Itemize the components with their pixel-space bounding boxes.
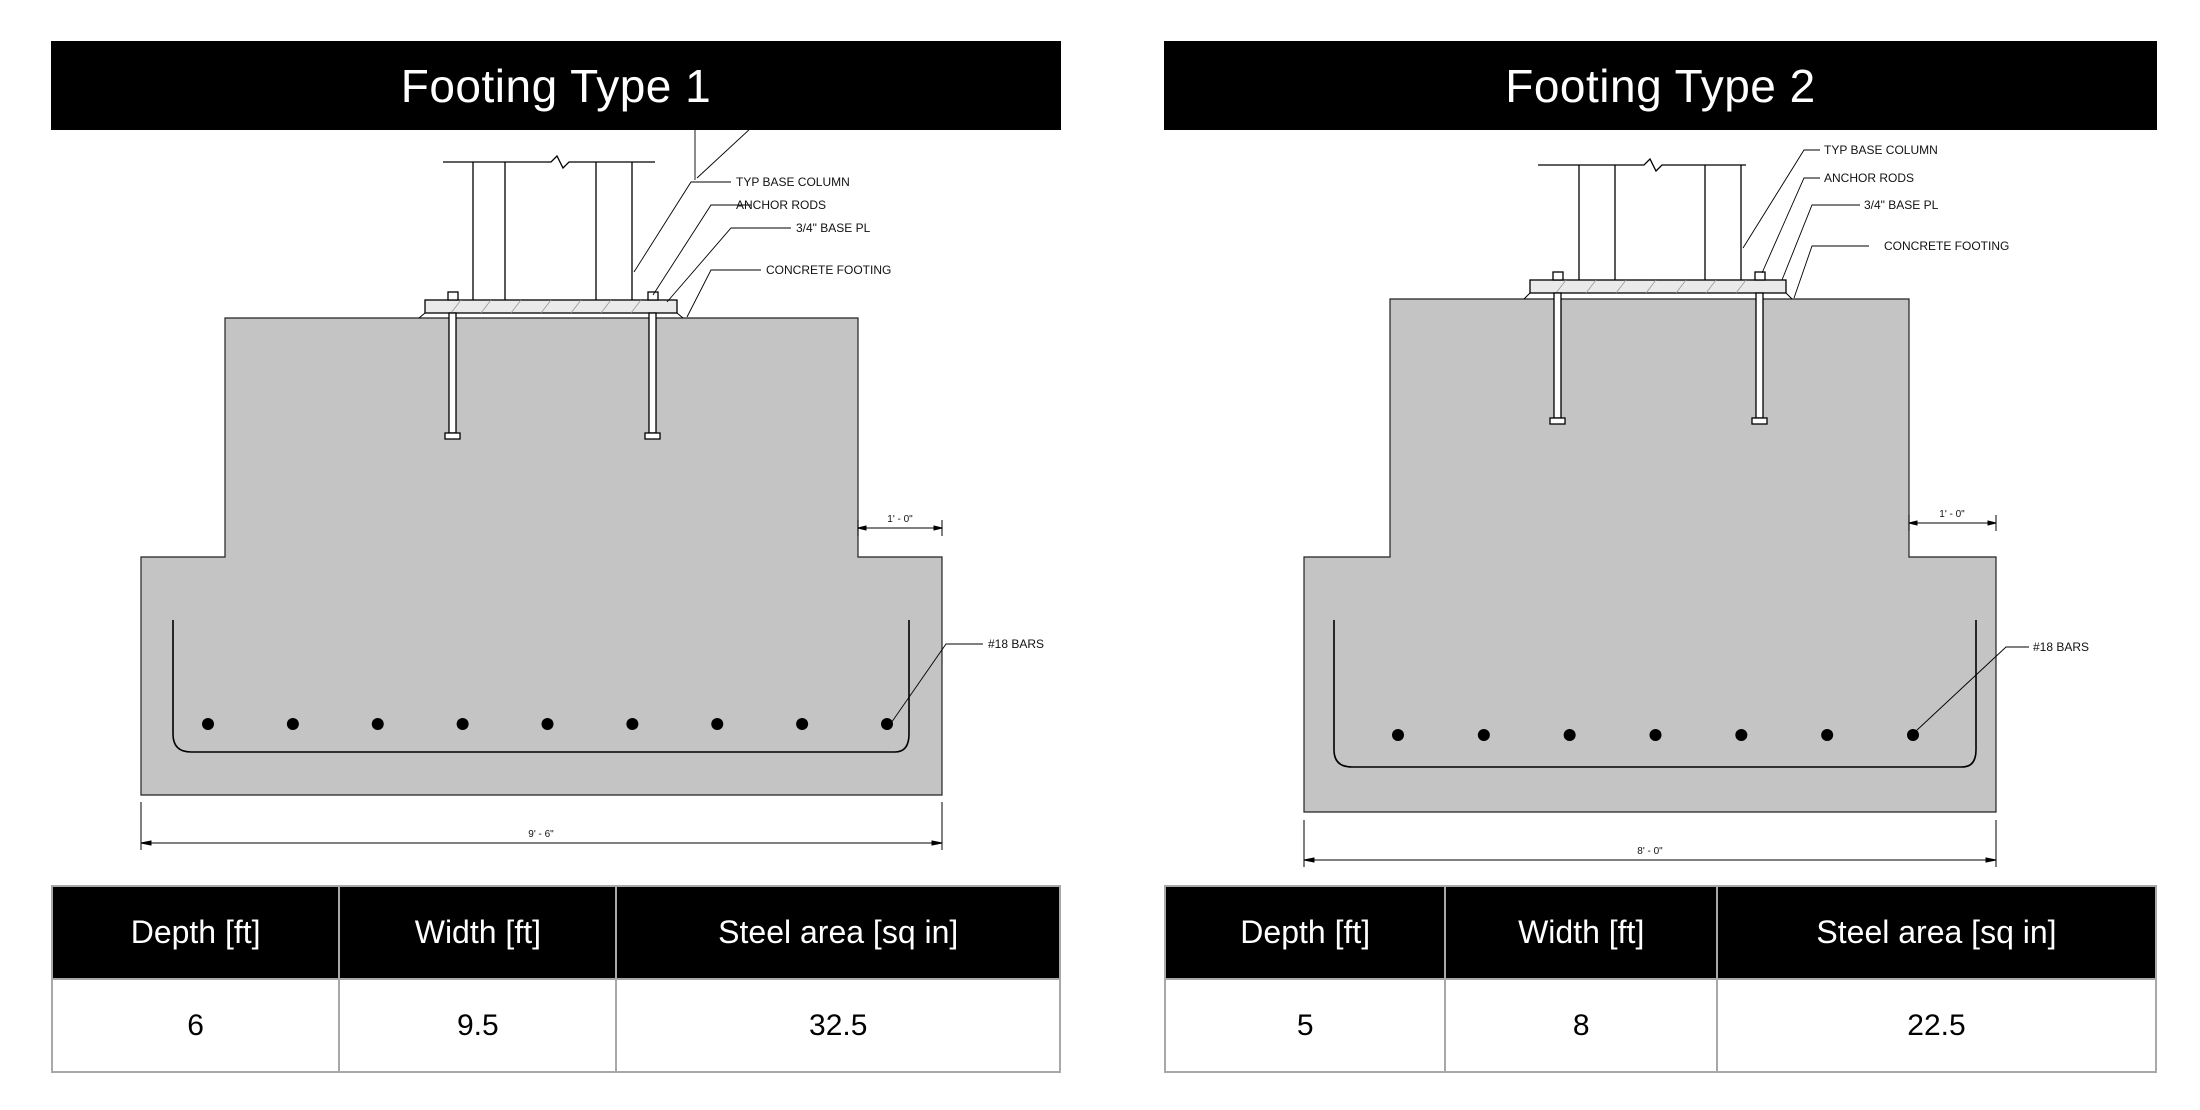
width-dimension bbox=[1303, 820, 1997, 867]
rebar-bar bbox=[1563, 729, 1576, 741]
rebar-stirrup bbox=[1333, 620, 1977, 768]
label-base-column: TYP BASE COLUMN bbox=[1824, 143, 1938, 157]
rebar-bar bbox=[286, 718, 299, 730]
header-width: Width [ft] bbox=[1444, 885, 1718, 980]
anchor-rods bbox=[444, 291, 661, 440]
leader-bars bbox=[1915, 646, 2029, 732]
rebar-bar bbox=[202, 718, 214, 730]
value-width: 9.5 bbox=[338, 978, 618, 1073]
label-bars: #18 BARS bbox=[988, 637, 1044, 651]
footing-properties-table: Depth [ft] Width [ft] Steel area [sq in]… bbox=[50, 885, 1061, 1073]
concrete-footing bbox=[1303, 298, 1997, 813]
rebar-bar bbox=[1821, 729, 1834, 741]
leader-column bbox=[633, 181, 731, 273]
step-dimension bbox=[857, 520, 943, 536]
leader-baseplate bbox=[666, 227, 791, 303]
table-header-row: Depth [ft] Width [ft] Steel area [sq in] bbox=[50, 885, 1061, 980]
rebar-bar bbox=[1907, 729, 1919, 741]
anchor-rods bbox=[1549, 271, 1768, 425]
footing-section-drawing: TYP BASE COLUMN ANCHOR RODS 3/4" BASE PL… bbox=[51, 130, 1061, 885]
rebar-bar bbox=[796, 718, 809, 730]
header-steel-area: Steel area [sq in] bbox=[1715, 885, 2158, 980]
label-concrete-footing: CONCRETE FOOTING bbox=[766, 263, 891, 277]
base-plate bbox=[1529, 279, 1787, 294]
value-depth: 6 bbox=[50, 978, 341, 1073]
label-base-column: TYP BASE COLUMN bbox=[736, 175, 850, 189]
leader-anchor bbox=[1761, 177, 1820, 274]
rebar-stirrup bbox=[172, 620, 910, 753]
header-steel-area: Steel area [sq in] bbox=[615, 885, 1061, 980]
base-column bbox=[1578, 165, 1742, 280]
label-anchor-rods: ANCHOR RODS bbox=[736, 198, 826, 212]
width-dimension bbox=[140, 802, 943, 850]
rebar-bars bbox=[202, 718, 893, 730]
column-break-line bbox=[1538, 157, 1746, 173]
rebar-bar bbox=[626, 718, 639, 730]
table-row: 5 8 22.5 bbox=[1163, 978, 2158, 1073]
column-break-line bbox=[443, 154, 655, 170]
value-steel-area: 22.5 bbox=[1715, 978, 2158, 1073]
step-dimension bbox=[1908, 515, 1997, 531]
label-base-plate: 3/4" BASE PL bbox=[796, 221, 871, 235]
header-width: Width [ft] bbox=[338, 885, 618, 980]
rebar-bar bbox=[456, 718, 469, 730]
rebar-bar bbox=[1477, 729, 1490, 741]
rebar-bar bbox=[541, 718, 554, 730]
width-dimension-label: 9' - 6" bbox=[528, 829, 554, 840]
leader-column bbox=[1742, 149, 1820, 249]
step-dimension-label: 1' - 0" bbox=[887, 514, 913, 525]
label-base-plate: 3/4" BASE PL bbox=[1864, 198, 1939, 212]
rebar-bar bbox=[1649, 729, 1662, 741]
value-width: 8 bbox=[1444, 978, 1718, 1073]
leader-anchor bbox=[652, 204, 751, 296]
value-steel-area: 32.5 bbox=[615, 978, 1061, 1073]
leader-footing bbox=[1793, 245, 1869, 299]
rebar-bar bbox=[711, 718, 724, 730]
rebar-bar bbox=[1735, 729, 1748, 741]
base-column bbox=[472, 162, 633, 300]
table-row: 6 9.5 32.5 bbox=[50, 978, 1061, 1073]
leader-bars bbox=[888, 643, 983, 727]
leader-baseplate bbox=[1781, 204, 1860, 281]
leader-footing bbox=[686, 269, 761, 318]
footing-title: Footing Type 1 bbox=[51, 41, 1061, 130]
label-anchor-rods: ANCHOR RODS bbox=[1824, 171, 1914, 185]
width-dimension-label: 8' - 0" bbox=[1637, 846, 1663, 857]
rebar-bar bbox=[881, 718, 893, 730]
footing-title: Footing Type 2 bbox=[1164, 41, 2157, 130]
label-bars: #18 BARS bbox=[2033, 640, 2089, 654]
rebar-bar bbox=[371, 718, 384, 730]
label-concrete-footing: CONCRETE FOOTING bbox=[1884, 239, 2009, 253]
footing-panel-2: Footing Type 2 bbox=[1163, 0, 2158, 1110]
header-depth: Depth [ft] bbox=[1163, 885, 1447, 980]
footing-section-drawing: TYP BASE COLUMN ANCHOR RODS 3/4" BASE PL… bbox=[1164, 130, 2157, 885]
header-depth: Depth [ft] bbox=[50, 885, 341, 980]
rebar-bars bbox=[1392, 729, 1919, 741]
step-dimension-label: 1' - 0" bbox=[1939, 509, 1965, 520]
rebar-bar bbox=[1392, 729, 1404, 741]
footing-panel-1: Footing Type 1 bbox=[50, 0, 1061, 1110]
value-depth: 5 bbox=[1163, 978, 1447, 1073]
table-header-row: Depth [ft] Width [ft] Steel area [sq in] bbox=[1163, 885, 2158, 980]
footing-properties-table: Depth [ft] Width [ft] Steel area [sq in]… bbox=[1163, 885, 2158, 1073]
concrete-footing bbox=[140, 317, 943, 796]
